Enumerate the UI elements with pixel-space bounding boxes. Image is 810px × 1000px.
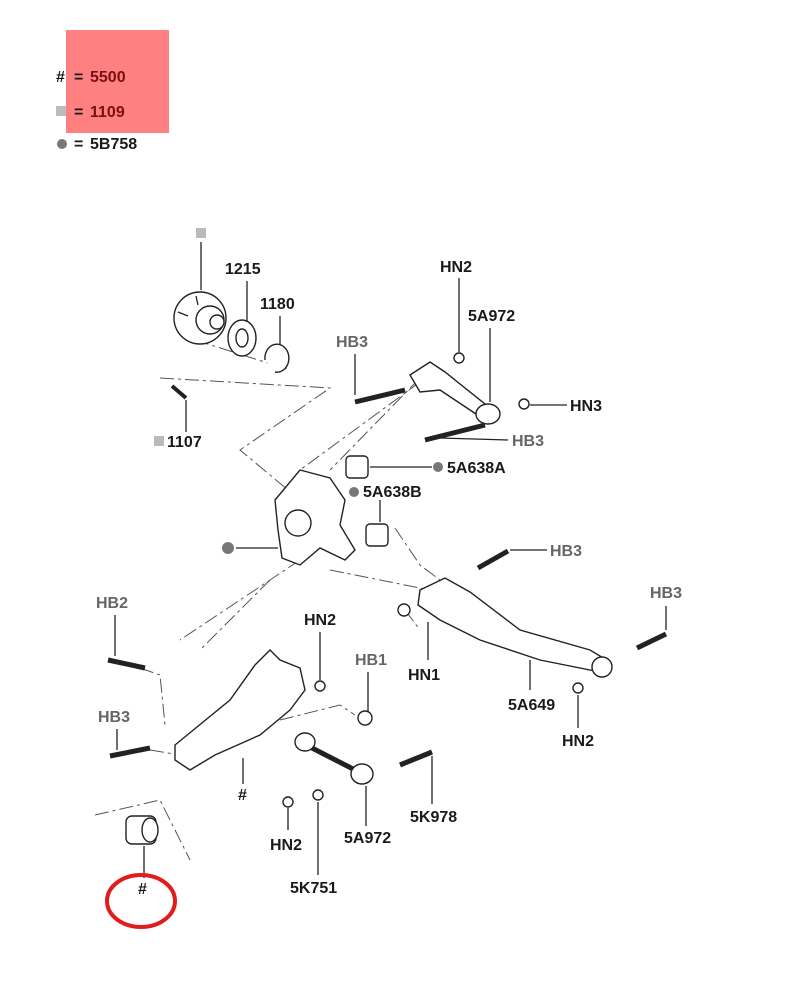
callout-5a638b: 5A638B [363, 484, 422, 501]
red-circle-highlight [105, 873, 177, 929]
legend-part-5500: 5500 [90, 69, 126, 86]
trailing-arm [174, 649, 306, 771]
lower-control-arm [417, 577, 612, 673]
callout-hb3-left: HB3 [98, 709, 130, 726]
callout-hn1: HN1 [408, 667, 440, 684]
callout-hn3: HN3 [570, 398, 602, 415]
callout-hn2-right: HN2 [562, 733, 594, 750]
upper-control-arm [409, 361, 501, 425]
callout-5k978: 5K978 [410, 809, 457, 826]
bolt-5k978 [399, 749, 433, 768]
stud-square-marker [154, 436, 164, 446]
trailing-arm-bushing-5500 [125, 815, 159, 845]
legend-part-5b758: 5B758 [90, 136, 137, 153]
steering-knuckle [274, 469, 356, 566]
callout-5a649: 5A649 [508, 697, 555, 714]
callout-hn2-bottom: HN2 [270, 837, 302, 854]
wheel-hub [173, 291, 227, 345]
callout-hb3-top-left: HB3 [336, 334, 368, 351]
lower-link-5a972 [294, 732, 374, 785]
callout-hash-circled: # [138, 881, 147, 898]
wheel-stud [170, 384, 188, 400]
callout-hn2-top: HN2 [440, 259, 472, 276]
legend-part-1109: 1109 [90, 104, 125, 121]
wheel-bearing [227, 319, 257, 357]
callout-hb1: HB1 [355, 652, 387, 669]
callout-hash-arm: # [238, 787, 247, 804]
callout-5a638a: 5A638A [447, 460, 506, 477]
callout-hb3-top-mid: HB3 [512, 433, 544, 450]
legend-square-icon [56, 106, 66, 116]
legend-equals-3: = [74, 136, 83, 153]
snap-ring [264, 343, 290, 373]
legend-symbol-hash: # [56, 69, 65, 86]
knuckle-dot-marker [222, 542, 234, 554]
assembly-lines [94, 339, 601, 861]
legend-dot-icon [57, 139, 67, 149]
callout-hb2: HB2 [96, 595, 128, 612]
callout-1215: 1215 [225, 261, 261, 278]
callout-5a972-bottom: 5A972 [344, 830, 391, 847]
callout-1107: 1107 [167, 434, 202, 451]
bushing-5a638a [345, 455, 369, 479]
callout-hb3-right2: HB3 [650, 585, 682, 602]
bushing-5a638b [365, 523, 389, 547]
legend-equals-1: = [74, 69, 83, 86]
callout-5k751: 5K751 [290, 880, 337, 897]
callout-1180: 1180 [260, 296, 295, 313]
legend-highlight [66, 30, 169, 133]
callout-5a972-top: 5A972 [468, 308, 515, 325]
callout-hn2-mid: HN2 [304, 612, 336, 629]
hub-square-marker [196, 228, 206, 238]
callout-hb3-right1: HB3 [550, 543, 582, 560]
legend-equals-2: = [74, 104, 83, 121]
